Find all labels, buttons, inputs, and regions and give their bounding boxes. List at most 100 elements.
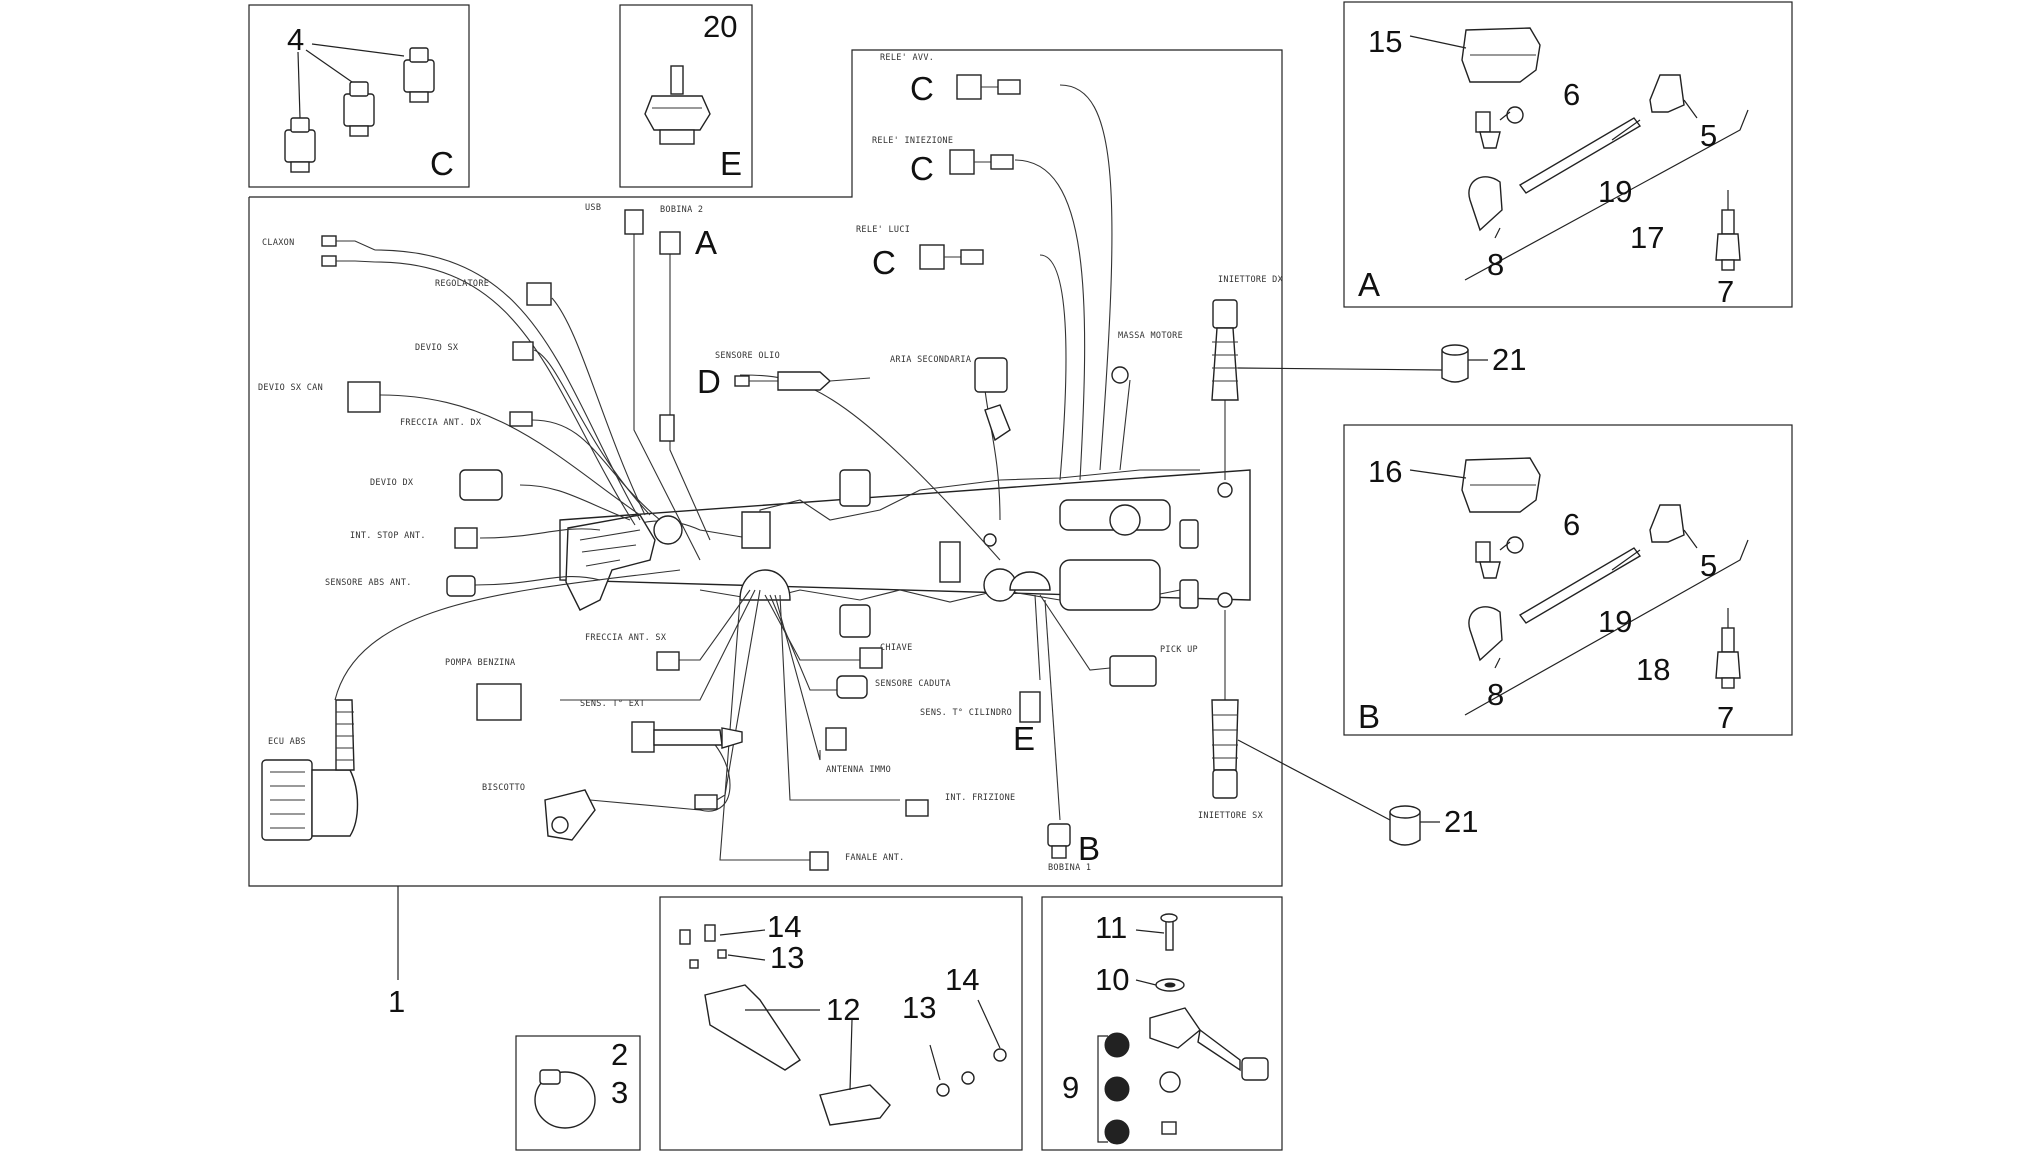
- label-bobina2: BOBINA 2: [660, 205, 703, 215]
- bobina2-connector: [659, 231, 681, 255]
- letter-e-harness: E: [1013, 720, 1035, 757]
- sensor-20-group: 20 E: [644, 9, 742, 182]
- antenna-immo-connector: [825, 727, 847, 751]
- callout-21-bottom: 21: [1444, 804, 1478, 839]
- pompa-benzina-connector: [476, 683, 522, 721]
- callout-11: 11: [1095, 910, 1127, 945]
- letter-a-harness: A: [695, 224, 717, 261]
- label-freccia-ant-dx: FRECCIA ANT. DX: [400, 418, 482, 428]
- bracket-group: 14 13 12 13 14: [679, 909, 1007, 1126]
- callout-12: 12: [826, 992, 860, 1027]
- callout-5-a: 5: [1700, 118, 1717, 153]
- callout-14-bottom: 14: [945, 962, 979, 997]
- label-int-stop-ant: INT. STOP ANT.: [350, 531, 426, 541]
- callout-1: 1: [388, 984, 405, 1019]
- label-pompa-benzina: POMPA BENZINA: [445, 658, 515, 668]
- frames: [248, 1, 1793, 1151]
- freccia-ant-sx-connector: [656, 651, 680, 671]
- callout-17: 17: [1630, 220, 1664, 255]
- callout-8-a: 8: [1487, 247, 1504, 282]
- callout-6-a: 6: [1563, 77, 1580, 112]
- callout-19-a: 19: [1598, 174, 1632, 209]
- frame-relay-box: [248, 4, 470, 188]
- main-harness: CLAXON USB BOBINA 2 REGOLATORE DEVIO SX …: [258, 53, 1283, 1019]
- letter-b-harness: B: [1078, 830, 1100, 867]
- label-sensore-olio: SENSORE OLIO: [715, 351, 780, 361]
- label-regolatore: REGOLATORE: [435, 279, 489, 289]
- spark-plug-b: [1715, 608, 1741, 689]
- label-sensore-abs-ant: SENSORE ABS ANT.: [325, 578, 412, 588]
- claxon-connector: [321, 235, 376, 267]
- frame-coil-b-box: [1343, 424, 1793, 736]
- relay-part-2: [343, 81, 375, 137]
- callout-4: 4: [287, 22, 304, 57]
- sensor-kit-group: 11 10 9: [1062, 910, 1269, 1145]
- cap-21-bottom: 21: [1237, 739, 1478, 846]
- fanale-ant-connector: [809, 851, 829, 871]
- freccia-ant-dx-connector: [509, 411, 533, 427]
- callout-5-b: 5: [1700, 548, 1717, 583]
- bobina2-boot: [659, 414, 675, 442]
- label-devio-dx: DEVIO DX: [370, 478, 414, 488]
- label-aria-secondaria: ARIA SECONDARIA: [890, 355, 971, 365]
- sens-t-cilindro-connector: [1019, 691, 1041, 723]
- callout-21-top: 21: [1492, 342, 1526, 377]
- letter-c-rele-luci: C: [872, 244, 896, 281]
- letter-c-rele-avv: C: [910, 70, 934, 107]
- label-usb: USB: [585, 203, 601, 213]
- label-ecu-abs: ECU ABS: [268, 737, 306, 747]
- cap-21-top: 21: [1237, 342, 1526, 383]
- rele-luci-relay: [919, 244, 984, 270]
- rele-iniezione-relay: [949, 149, 1014, 175]
- int-stop-connector: [454, 527, 478, 549]
- frame-coil-a-box: [1343, 1, 1793, 308]
- frame-sensor-box: [619, 4, 753, 188]
- label-chiave: CHIAVE: [880, 643, 913, 653]
- label-devio-sx: DEVIO SX: [415, 343, 459, 353]
- label-freccia-ant-sx: FRECCIA ANT. SX: [585, 633, 667, 643]
- callout-10: 10: [1095, 962, 1129, 997]
- coil-b-group: 16 6 5 19 18 8 7 B: [1358, 454, 1749, 735]
- sens-t-ext-part: [631, 721, 743, 753]
- sensore-abs-connector: [446, 575, 476, 597]
- callout-7-a: 7: [1717, 274, 1734, 309]
- callout-9: 9: [1062, 1070, 1079, 1105]
- label-massa-motore: MASSA MOTORE: [1118, 331, 1183, 341]
- label-fanale-ant: FANALE ANT.: [845, 853, 905, 863]
- label-devio-sx-can: DEVIO SX CAN: [258, 383, 323, 393]
- callout-20: 20: [703, 9, 737, 44]
- label-pick-up: PICK UP: [1160, 645, 1198, 655]
- aria-secondaria-connector: [974, 357, 1008, 393]
- callout-16: 16: [1368, 454, 1402, 489]
- label-bobina1: BOBINA 1: [1048, 863, 1091, 873]
- devio-sx-connector: [512, 341, 534, 361]
- callout-6-b: 6: [1563, 507, 1580, 542]
- devio-dx-connector: [459, 469, 503, 501]
- label-sens-t-ext: SENS. T° EXT: [580, 699, 645, 709]
- label-rele-iniezione: RELE' INIEZIONE: [872, 136, 953, 146]
- label-antenna-immo: ANTENNA IMMO: [826, 765, 891, 775]
- clamp-group: 2 3: [534, 1037, 628, 1129]
- coil-a-group: 15 6 5 19 17 8 7 A: [1358, 24, 1749, 309]
- relay-part-3: [403, 47, 435, 103]
- massa-motore-eyelet: [1111, 366, 1129, 384]
- frame-clamp-box: [515, 1035, 641, 1151]
- sensore-caduta-connector: [836, 675, 868, 699]
- iniettore-sx-connector: [1211, 699, 1239, 799]
- bobina1-connector: [1047, 823, 1071, 859]
- label-claxon: CLAXON: [262, 238, 295, 248]
- letter-b-coil-box: B: [1358, 698, 1380, 735]
- letter-e-sensor-box: E: [720, 145, 742, 182]
- biscotto-sleeve: [694, 794, 718, 810]
- callout-15: 15: [1368, 24, 1402, 59]
- biscotto-part: [544, 789, 596, 841]
- label-rele-luci: RELE' LUCI: [856, 225, 910, 235]
- letter-c-relay-box: C: [430, 145, 454, 182]
- letter-d-harness: D: [697, 363, 721, 400]
- callout-18: 18: [1636, 652, 1670, 687]
- label-biscotto: BISCOTTO: [482, 783, 525, 793]
- relay-group: 4 C: [284, 22, 454, 182]
- frame-sensor-kit-box: [1041, 896, 1283, 1151]
- pick-up-connector: [1109, 655, 1157, 687]
